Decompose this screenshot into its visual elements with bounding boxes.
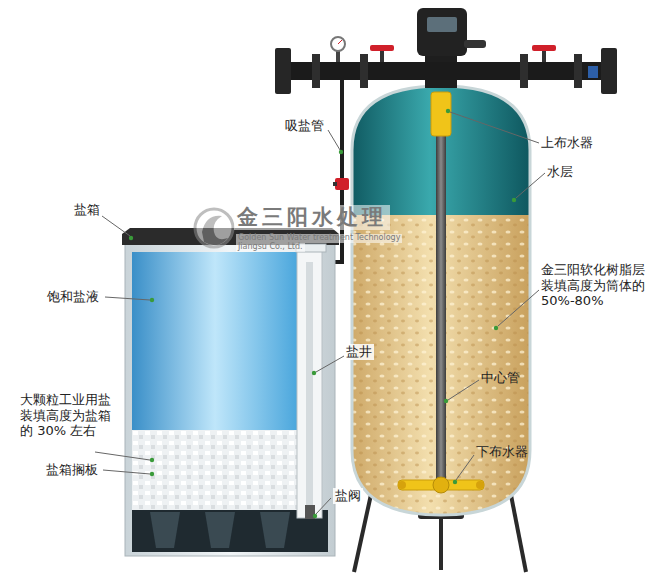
part-label: 盐井 xyxy=(344,344,374,360)
part-label: 大颗粒工业用盐 装填高度为盐箱 的 30% 左右 xyxy=(20,392,124,439)
part-label: 盐箱 xyxy=(74,202,100,218)
watermark: Jiangsu Co., Ltd. xyxy=(236,243,305,252)
part-label: 盐箱搁板 xyxy=(46,462,98,478)
part-label: 饱和盐液 xyxy=(47,289,99,305)
part-label: 中心管 xyxy=(481,370,520,386)
part-label: 下布水器 xyxy=(476,444,528,460)
watermark: 金三阳水处理 xyxy=(234,205,390,230)
part-label: 金三阳软化树脂层 装填高度为筒体的 50%-80% xyxy=(541,262,665,309)
part-label: 上布水器 xyxy=(541,135,593,151)
watermark: Golden Sun Water treatment Technology xyxy=(236,234,402,243)
part-label: 吸盐管 xyxy=(285,118,324,134)
part-label: 水层 xyxy=(547,164,573,180)
part-label: 盐阀 xyxy=(333,488,363,504)
